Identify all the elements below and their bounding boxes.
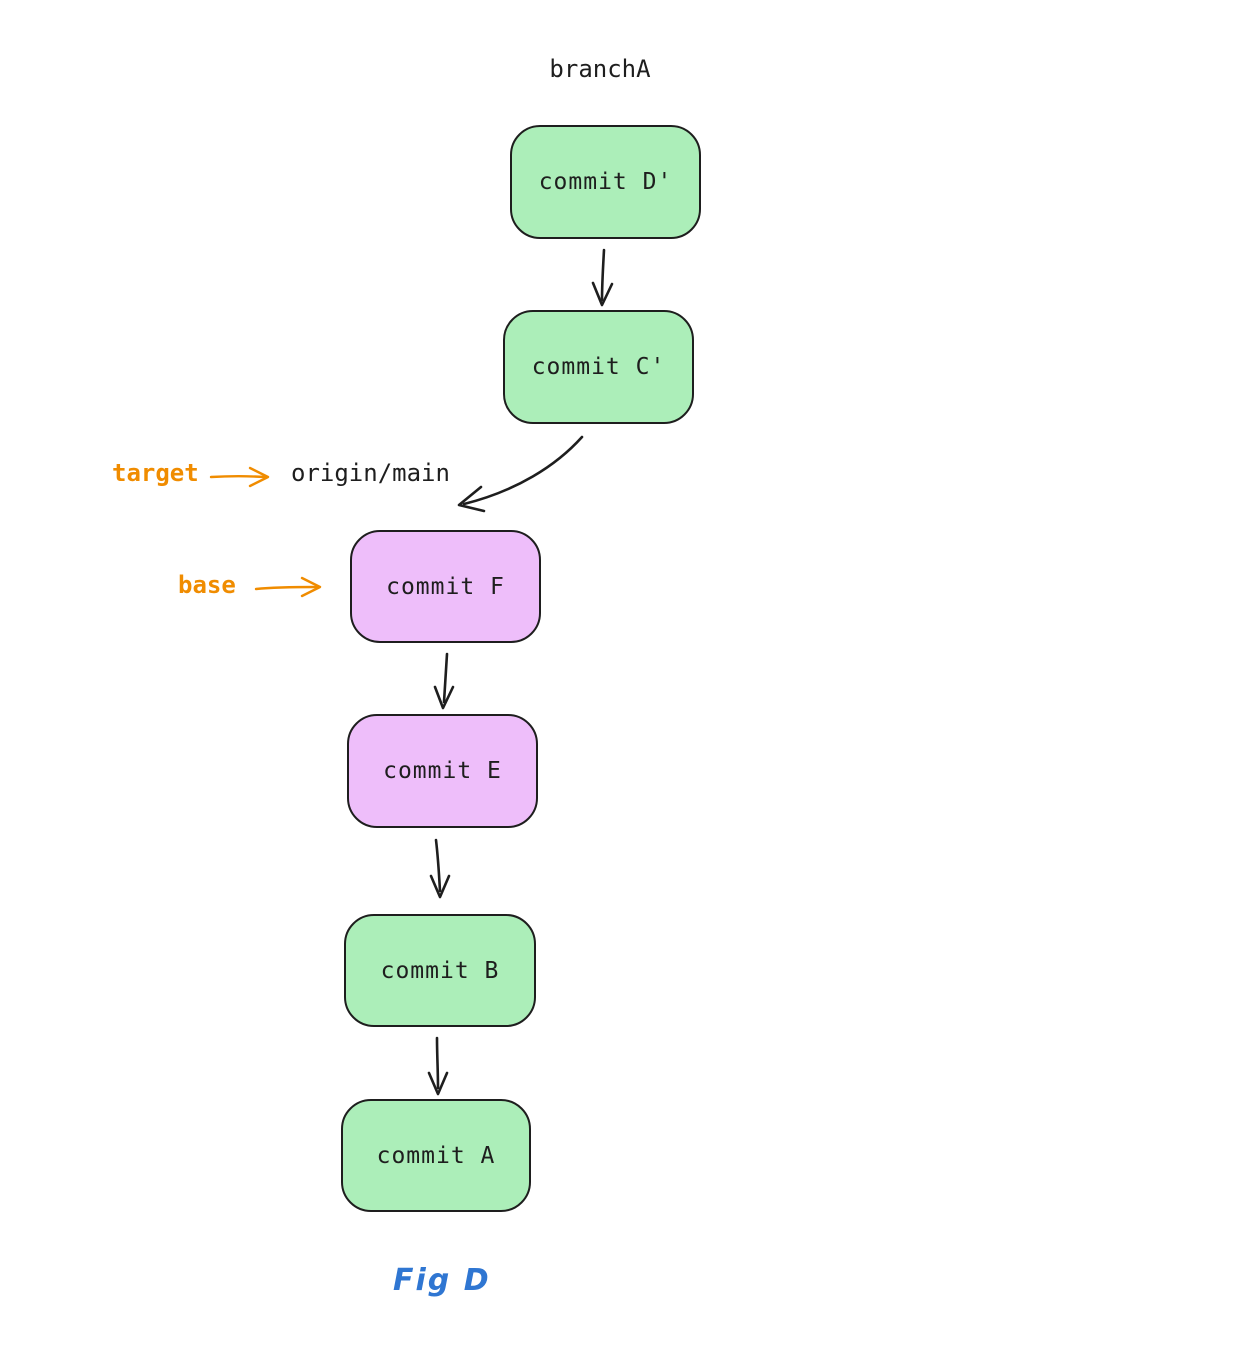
commit-node-label: commit D' bbox=[538, 169, 673, 195]
commit-node-label: commit B bbox=[380, 957, 500, 984]
branch-title: branchA bbox=[549, 55, 651, 83]
commit-node-e: commit E bbox=[347, 714, 538, 828]
base-annotation-label: base bbox=[178, 571, 236, 599]
edge-dprime-to-cprime-arrow bbox=[591, 248, 614, 307]
target-annotation-label: target bbox=[112, 459, 199, 487]
commit-node-label: commit A bbox=[376, 1142, 496, 1169]
figure-caption: Fig D bbox=[393, 1263, 491, 1298]
commit-node-label: commit F bbox=[386, 573, 505, 600]
edge-cprime-to-f-curved-arrow bbox=[457, 435, 584, 513]
commit-node-a: commit A bbox=[341, 1099, 531, 1212]
commit-node-d-prime: commit D' bbox=[510, 125, 701, 239]
commit-node-label: commit C' bbox=[531, 354, 666, 380]
edge-f-to-e-arrow bbox=[433, 652, 455, 710]
commit-node-f: commit F bbox=[350, 530, 541, 643]
edge-e-to-b-arrow bbox=[429, 838, 451, 899]
commit-node-b: commit B bbox=[344, 914, 536, 1027]
commit-node-c-prime: commit C' bbox=[503, 310, 694, 424]
commit-node-label: commit E bbox=[383, 758, 502, 784]
origin-main-label: origin/main bbox=[291, 459, 450, 487]
base-pointer-arrow bbox=[254, 576, 322, 598]
edge-b-to-a-arrow bbox=[427, 1036, 449, 1096]
target-pointer-arrow bbox=[209, 466, 270, 488]
